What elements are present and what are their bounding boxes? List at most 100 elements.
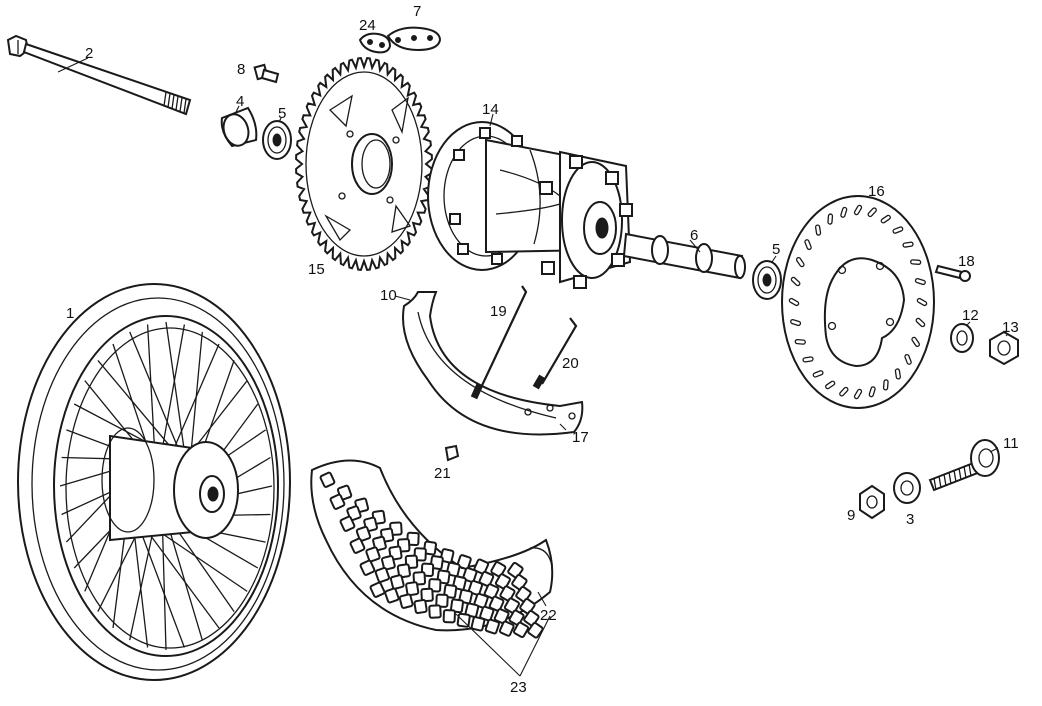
- disc-slot: [802, 356, 814, 363]
- disc-slot: [840, 206, 848, 218]
- callout-19: 19: [490, 303, 507, 320]
- disc-slot: [825, 380, 836, 390]
- tyre-knob: [473, 558, 490, 575]
- tyre-knob: [422, 540, 437, 556]
- disc-slot: [904, 353, 912, 365]
- valve-cap: [444, 444, 460, 462]
- callout-17: 17: [572, 429, 589, 446]
- tyre-knob: [513, 621, 530, 639]
- wheel-rim: [17, 283, 291, 681]
- tyre-knob: [435, 593, 449, 608]
- callout-11: 11: [1003, 435, 1019, 452]
- tyre-knob: [449, 598, 464, 614]
- wheel-spoke: [129, 331, 180, 450]
- callout-16: 16: [868, 183, 885, 200]
- tyre-knob: [499, 585, 516, 602]
- disc-slot: [795, 256, 805, 268]
- callout-3: 3: [906, 511, 914, 528]
- tyre-knob: [456, 554, 472, 570]
- tyre-knob: [413, 599, 428, 615]
- wheel-spoke: [97, 359, 173, 449]
- wheel-spoke: [161, 520, 167, 651]
- disc-slot: [916, 297, 928, 307]
- tyre-knob: [494, 573, 511, 590]
- adjuster-thread: [943, 473, 947, 487]
- disc-slot: [853, 204, 863, 216]
- adjuster-thread: [958, 467, 962, 481]
- axle-bolt: [6, 34, 192, 116]
- tyre-knob: [339, 515, 356, 532]
- chain-link-24: [358, 32, 392, 54]
- tyre-knob: [508, 609, 525, 626]
- callout-8: 8: [237, 61, 245, 78]
- wheel-spoke: [144, 527, 220, 629]
- tyre-knob: [488, 595, 505, 612]
- disc-slot: [839, 386, 849, 397]
- bearing-right: [752, 260, 782, 300]
- bolt-thread: [171, 94, 175, 109]
- callout-12: 12: [962, 307, 979, 324]
- callout-4: 4: [236, 93, 244, 110]
- callout-18: 18: [958, 253, 975, 270]
- adjuster-thread: [968, 463, 972, 477]
- callout-5-left: 5: [278, 105, 286, 122]
- tyre-knob: [439, 548, 455, 564]
- hub-lugs-left: [449, 127, 523, 265]
- bolt-thread: [183, 98, 187, 114]
- bolt-thread: [175, 96, 179, 111]
- rim-band: [402, 291, 584, 436]
- spoke-19: [470, 285, 528, 400]
- callout-15: 15: [308, 261, 325, 278]
- callout-9: 9: [847, 507, 855, 524]
- tyre-knob: [420, 587, 434, 603]
- washer-12: [950, 323, 974, 353]
- wheel-spoke: [167, 526, 203, 641]
- wheel-spoke: [112, 343, 149, 449]
- tyre-knob: [374, 566, 391, 583]
- spoke-20: [532, 317, 578, 390]
- adjuster-thread: [948, 471, 952, 485]
- disc-slot: [902, 241, 914, 248]
- tyre-knob: [442, 609, 456, 624]
- disc-slot: [788, 297, 800, 307]
- small-bolt: [253, 63, 280, 84]
- callout-22: 22: [540, 607, 557, 624]
- wheel-spoke: [159, 324, 186, 460]
- tyre-knob: [355, 525, 372, 542]
- disc-slot: [880, 214, 891, 224]
- callout-5-right: 5: [772, 241, 780, 258]
- tyre-knob: [329, 493, 346, 510]
- tyre-knob: [498, 620, 515, 637]
- disc-slot: [867, 207, 877, 218]
- callout-6: 6: [690, 227, 698, 244]
- adjuster-thread: [933, 477, 937, 491]
- tyre-knob: [470, 616, 486, 632]
- wheel-spoke: [151, 525, 248, 592]
- adjuster-thread: [938, 475, 942, 489]
- disc-slot: [915, 317, 926, 328]
- tyre-knob: [319, 471, 336, 488]
- tyre-knob: [490, 561, 507, 578]
- disc-slot: [868, 386, 876, 398]
- tyre-knob: [365, 546, 381, 563]
- tyre-knob: [389, 574, 405, 590]
- tyre-knob: [493, 608, 510, 625]
- tyre-knob: [503, 597, 520, 614]
- disc-slot: [914, 277, 926, 286]
- wheel-spoke: [165, 321, 186, 456]
- nut-13: [989, 330, 1019, 366]
- tyre-knob: [359, 559, 376, 576]
- tyre-knob: [428, 604, 442, 619]
- disc-slot: [790, 276, 801, 287]
- chain-link-7: [386, 26, 442, 52]
- tyre-knob: [484, 618, 500, 635]
- callout-24: 24: [359, 17, 376, 34]
- adjuster-thread: [953, 469, 957, 483]
- tyre-knob: [398, 593, 414, 609]
- rear-hub: [427, 121, 633, 289]
- disc-slot: [892, 226, 904, 234]
- bolt-thread: [179, 97, 183, 112]
- wheel-spoke: [175, 527, 235, 612]
